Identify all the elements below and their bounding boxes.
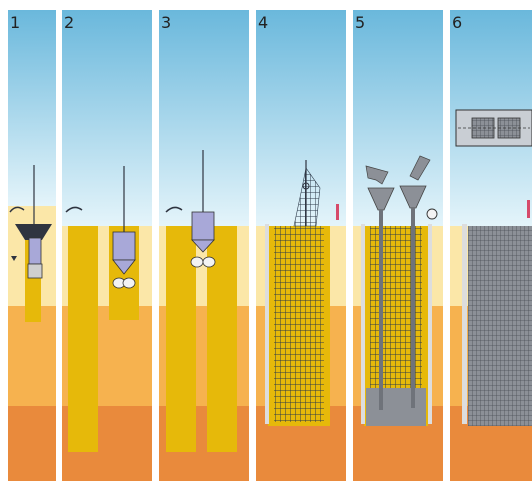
water-level-icon [11, 256, 17, 261]
panel-1-clay [8, 306, 56, 406]
panel-1-number: 1 [10, 13, 20, 32]
hose-icon [165, 206, 183, 213]
poured-concrete [366, 388, 426, 426]
grab-base [27, 263, 43, 279]
panel-1-sky [8, 10, 56, 206]
guide-wall-left [361, 224, 365, 424]
tremie-pipe-right [411, 208, 415, 408]
cutter-wheel-right [122, 277, 136, 289]
hose-icon [65, 206, 83, 213]
stop-end-marker [336, 204, 339, 220]
panel-4: 4 [256, 10, 346, 481]
hose-icon [9, 206, 25, 213]
panel-3: 3 [159, 10, 249, 481]
grab-bucket [112, 231, 136, 261]
panel-5: 5 [353, 10, 443, 481]
reinforcement-cage [274, 226, 324, 422]
tremie-hopper-left [367, 187, 395, 211]
grab-bucket [191, 211, 215, 241]
panel-1-deep-soil [8, 406, 56, 481]
concrete-arrow-left-icon [365, 165, 389, 185]
tremie-hopper-right [399, 185, 427, 209]
panel-3-sky [159, 10, 249, 226]
panel-6: 6 [450, 10, 532, 481]
completed-wall-panel [468, 226, 532, 426]
grab-jaws-icon [191, 239, 215, 253]
panel-3-number: 3 [161, 13, 171, 32]
panel-2-number: 2 [64, 13, 74, 32]
cutter-wheel-left [190, 256, 204, 268]
tremie-pipe-left [379, 210, 383, 410]
guide-wall [15, 224, 52, 240]
panel-5-number: 5 [355, 13, 365, 32]
panel-2: 2 [62, 10, 152, 481]
hook-icon [302, 182, 310, 190]
guide-wall-left [462, 224, 467, 424]
stop-end-marker [527, 200, 530, 218]
panel-2-trench-left [68, 226, 98, 452]
grab-jaws-icon [112, 259, 136, 275]
panel-2-sky [62, 10, 152, 226]
guide-wall-right [428, 224, 432, 424]
concrete-arrow-right-icon [409, 155, 431, 181]
panel-1: 1 [8, 10, 56, 481]
cage-top-section [293, 167, 321, 227]
panel-6-number: 6 [452, 13, 462, 32]
cutter-wheel-right [202, 256, 216, 268]
pump-icon [426, 208, 438, 220]
grab-bucket [28, 237, 42, 265]
panel-4-number: 4 [258, 13, 268, 32]
panel-5-sky [353, 10, 443, 226]
guide-wall-left [265, 224, 269, 424]
panel-4-sky [256, 10, 346, 226]
